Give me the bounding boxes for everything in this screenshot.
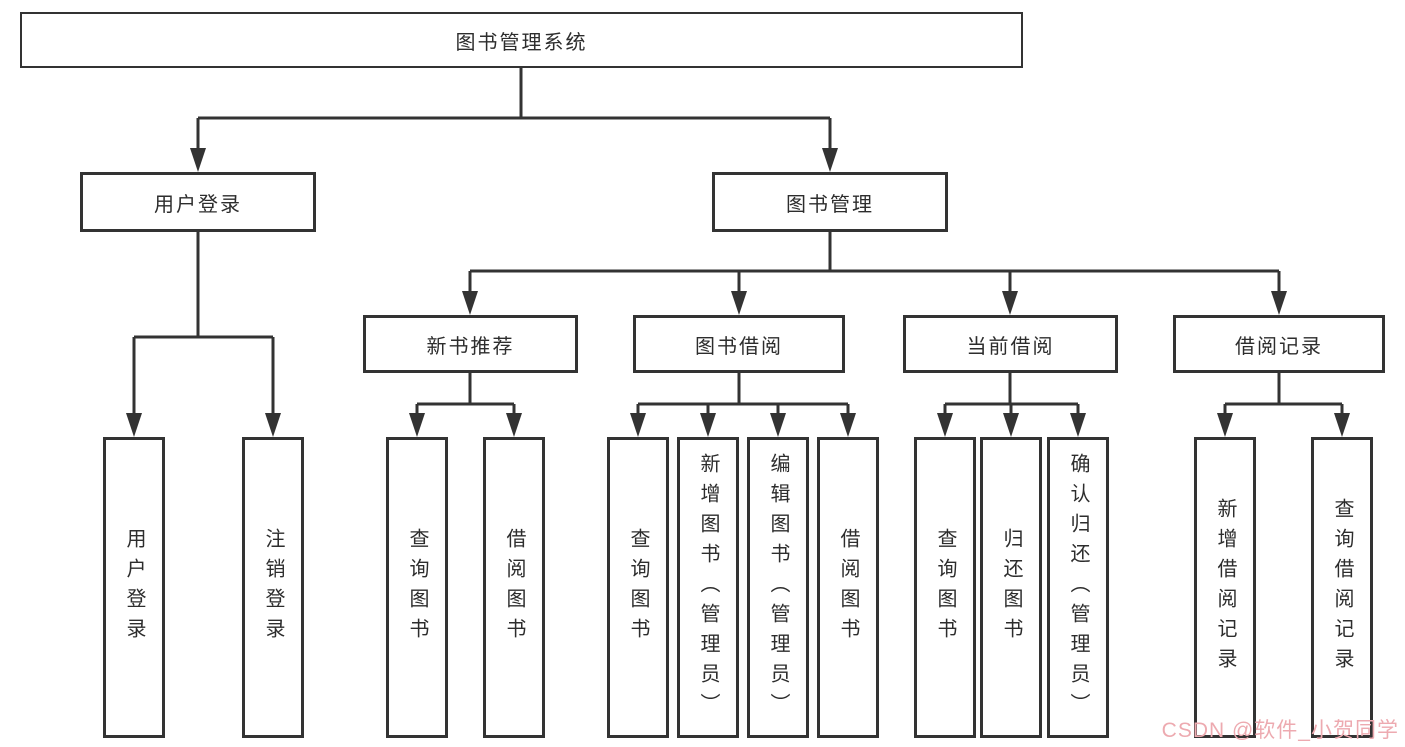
node-user-login: 用户登录 xyxy=(80,172,316,232)
leaf-user-login: 用户登录 xyxy=(103,437,165,738)
leaf-add-book-admin: 新增图书（管理员） xyxy=(677,437,739,738)
arrow-down-icon xyxy=(126,148,1350,437)
node-book-borrowing: 图书借阅 xyxy=(633,315,845,373)
leaf-borrow-books-recommend: 借阅图书 xyxy=(483,437,545,738)
leaf-borrow-books: 借阅图书 xyxy=(817,437,879,738)
node-current-borrowing: 当前借阅 xyxy=(903,315,1118,373)
node-new-book-recommendation: 新书推荐 xyxy=(363,315,578,373)
leaf-query-books-recommend: 查询图书 xyxy=(386,437,448,738)
watermark: CSDN @软件_小贺同学 xyxy=(1161,719,1399,742)
node-library-management-system: 图书管理系统 xyxy=(20,12,1023,68)
node-book-management: 图书管理 xyxy=(712,172,948,232)
leaf-return-book: 归还图书 xyxy=(980,437,1042,738)
leaf-add-borrow-record: 新增借阅记录 xyxy=(1194,437,1256,738)
leaf-query-books-borrowing: 查询图书 xyxy=(607,437,669,738)
leaf-edit-book-admin: 编辑图书（管理员） xyxy=(747,437,809,738)
leaf-query-borrow-record: 查询借阅记录 xyxy=(1311,437,1373,738)
node-borrowing-records: 借阅记录 xyxy=(1173,315,1385,373)
leaf-logout: 注销登录 xyxy=(242,437,304,738)
leaf-query-books-current: 查询图书 xyxy=(914,437,976,738)
leaf-confirm-return-admin: 确认归还（管理员） xyxy=(1047,437,1109,738)
